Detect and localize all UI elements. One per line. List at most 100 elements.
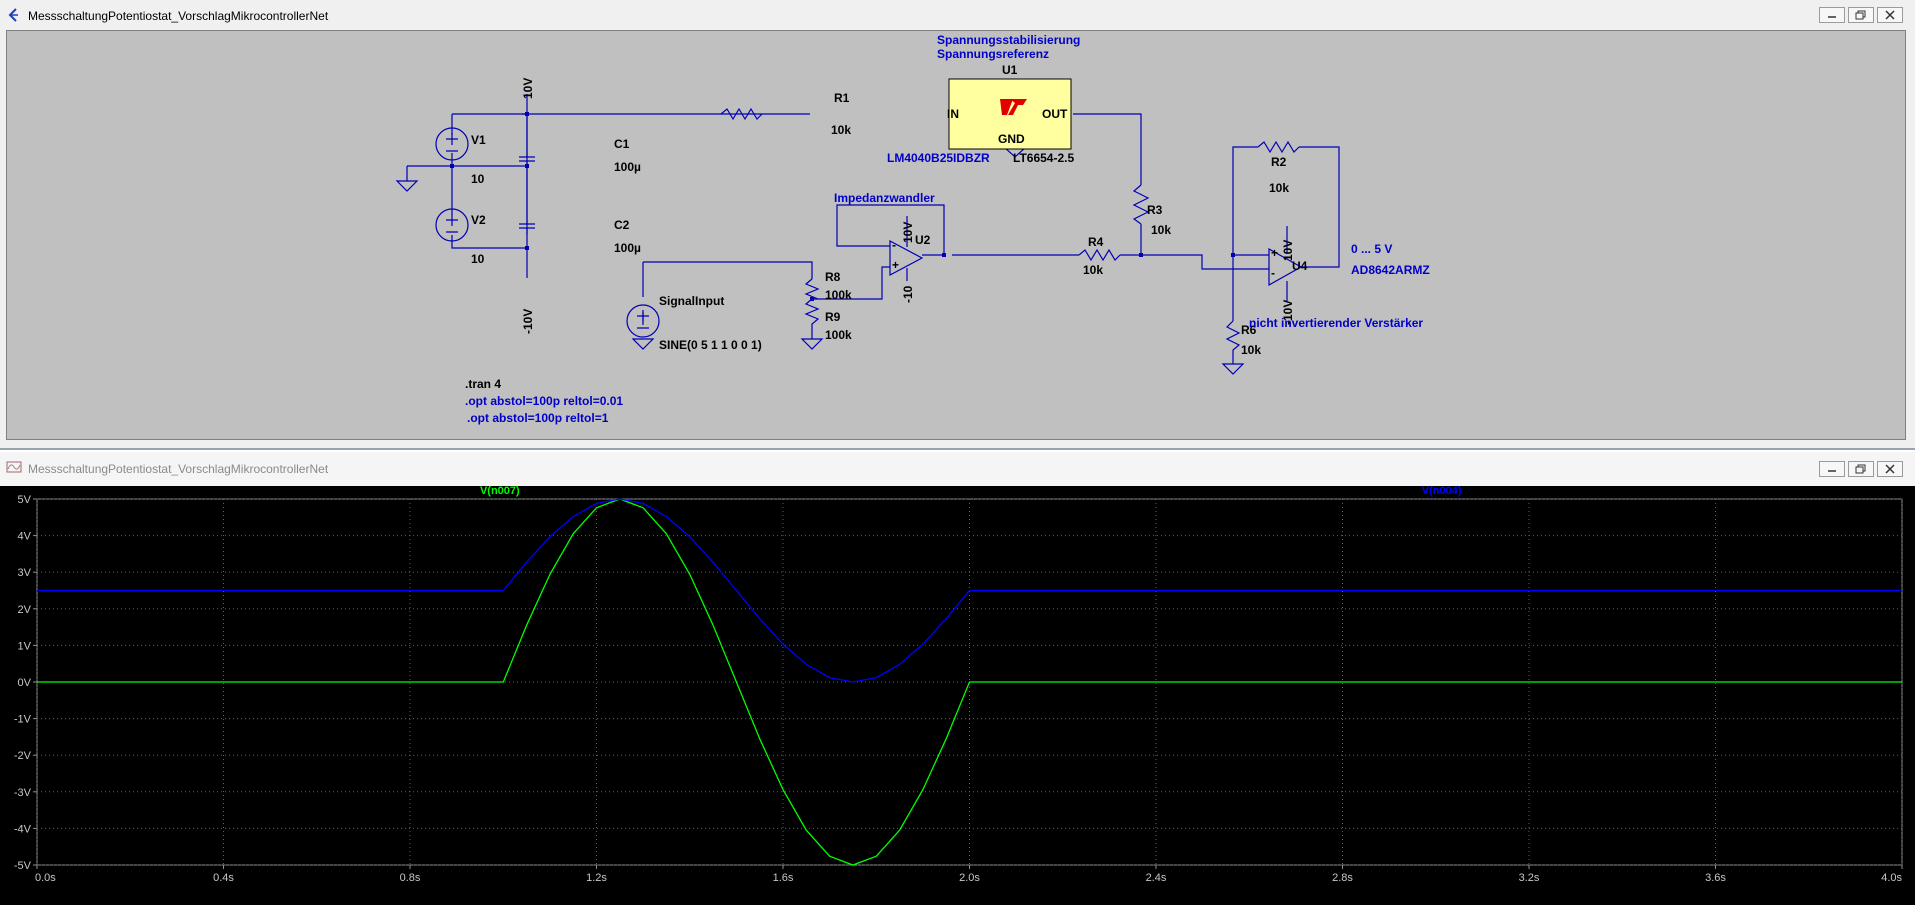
c2-capacitor [519,166,535,248]
c2-name: C2 [614,218,630,232]
net-label-10v: 10V [521,78,535,99]
opt-directive-2[interactable]: .opt abstol=100p reltol=1 [467,411,609,425]
close-icon [1885,464,1895,474]
v2-polarity [446,214,458,233]
r6-resistor [1225,320,1241,364]
c1-capacitor [519,143,535,166]
tran-directive[interactable]: .tran 4 [465,377,501,391]
junction-dot [525,112,529,116]
r6-value: 10k [1241,343,1261,357]
wave-restore-button[interactable] [1848,461,1874,477]
u1-part: LT6654-2.5 [1013,151,1074,165]
ground-icon [800,338,824,350]
x-tick-label: 3.2s [1519,872,1540,884]
u1-comment-stabilisierung: Spannungsstabilisierung [937,33,1080,47]
v1-name: V1 [471,133,486,147]
junction-dot [810,297,814,301]
waveform-titlebar[interactable]: MessschaltungPotentiostat_VorschlagMikro… [0,452,1915,486]
wire [812,266,890,300]
wire [451,114,528,278]
y-tick-label: -4V [14,823,32,835]
restore-button[interactable] [1848,7,1874,23]
u2-name: U2 [915,233,931,247]
x-tick-label: 3.6s [1705,872,1726,884]
r1-name: R1 [834,91,850,105]
opt-directive-1[interactable]: .opt abstol=100p reltol=0.01 [465,394,623,408]
wire [643,261,813,279]
v1-source [435,127,469,161]
wire [836,204,945,256]
r2-resistor [1257,140,1300,154]
y-tick-label: -2V [14,750,32,762]
r2-value: 10k [1269,181,1289,195]
y-tick-label: 5V [18,494,32,506]
net-label-neg10v: -10V [521,309,535,334]
u2-opamp [889,240,924,276]
x-tick-label: 2.4s [1146,872,1167,884]
y-tick-label: 1V [18,640,32,652]
v2-value: 10 [471,252,485,266]
u1-gnd-pin: GND [998,132,1025,146]
r4-resistor [1078,248,1121,262]
u4-vpos: 10V [1281,240,1295,261]
schematic-canvas[interactable]: - + + - 10V -10V V1 10 V2 10 C1 100µ C2 … [6,30,1906,440]
legend-entry-vn004[interactable]: V(n004) [1422,485,1462,497]
amp-comment: nicht invertierender Verstärker [1249,316,1423,330]
signal-name: SignalInput [659,294,724,308]
wire [1232,146,1269,256]
junction-dot [450,164,454,168]
u4-part: AD8642ARMZ [1351,263,1430,277]
ground-icon [1221,363,1245,375]
u2-vneg: -10 [901,285,915,303]
x-tick-label: 0.4s [213,872,234,884]
y-tick-label: 2V [18,604,32,616]
u2-vpos: 10V [901,222,915,243]
r8-value: 100k [825,288,852,302]
v2-source [435,208,469,242]
u4-neg-pin: - [1271,266,1275,280]
waveform-window-title: MessschaltungPotentiostat_VorschlagMikro… [28,462,329,476]
close-button[interactable] [1877,7,1903,23]
x-tick-label: 0.8s [400,872,421,884]
r6-name: R6 [1241,323,1257,337]
wave-minimize-button[interactable] [1819,461,1845,477]
restore-icon [1855,464,1866,474]
range-comment: 0 ... 5 V [1351,242,1392,256]
lt-logo-icon [1000,99,1027,115]
u4-vneg: -10V [1281,300,1295,325]
r4-name: R4 [1088,235,1104,249]
u4-opamp [1268,247,1303,287]
wave-close-button[interactable] [1877,461,1903,477]
x-tick-label: 1.2s [586,872,607,884]
r4-value: 10k [1083,263,1103,277]
y-tick-label: -3V [14,787,32,799]
trace-vn007[interactable] [37,498,1902,866]
schematic-drawing: - + + - 10V -10V V1 10 V2 10 C1 100µ C2 … [395,33,1430,425]
x-tick-label: 4.0s [1881,872,1902,884]
c2-value: 100µ [614,241,641,255]
waveform-app-icon [6,461,22,473]
restore-icon [1855,10,1866,20]
trace-vn004[interactable] [37,498,1902,683]
u4-name: U4 [1292,259,1308,273]
x-tick-label: 1.6s [773,872,794,884]
schematic-window-title: MessschaltungPotentiostat_VorschlagMikro… [28,9,329,23]
u2-pos-pin: + [892,258,899,272]
r2-name: R2 [1271,155,1287,169]
u2-comment: Impedanzwandler [834,191,935,205]
x-tick-label: 2.0s [959,872,980,884]
v1-polarity [446,133,458,152]
schematic-titlebar[interactable]: MessschaltungPotentiostat_VorschlagMikro… [0,0,1915,30]
r9-value: 100k [825,328,852,342]
y-tick-label: 3V [18,567,32,579]
wire [1120,254,1269,270]
u1-comment-referenz: Spannungsreferenz [937,47,1049,61]
wire [452,113,528,143]
r3-value: 10k [1151,223,1171,237]
legend-entry-vn007[interactable]: V(n007) [480,485,520,497]
junction-dot [1231,253,1235,257]
minimize-button[interactable] [1819,7,1845,23]
close-icon [1885,10,1895,20]
